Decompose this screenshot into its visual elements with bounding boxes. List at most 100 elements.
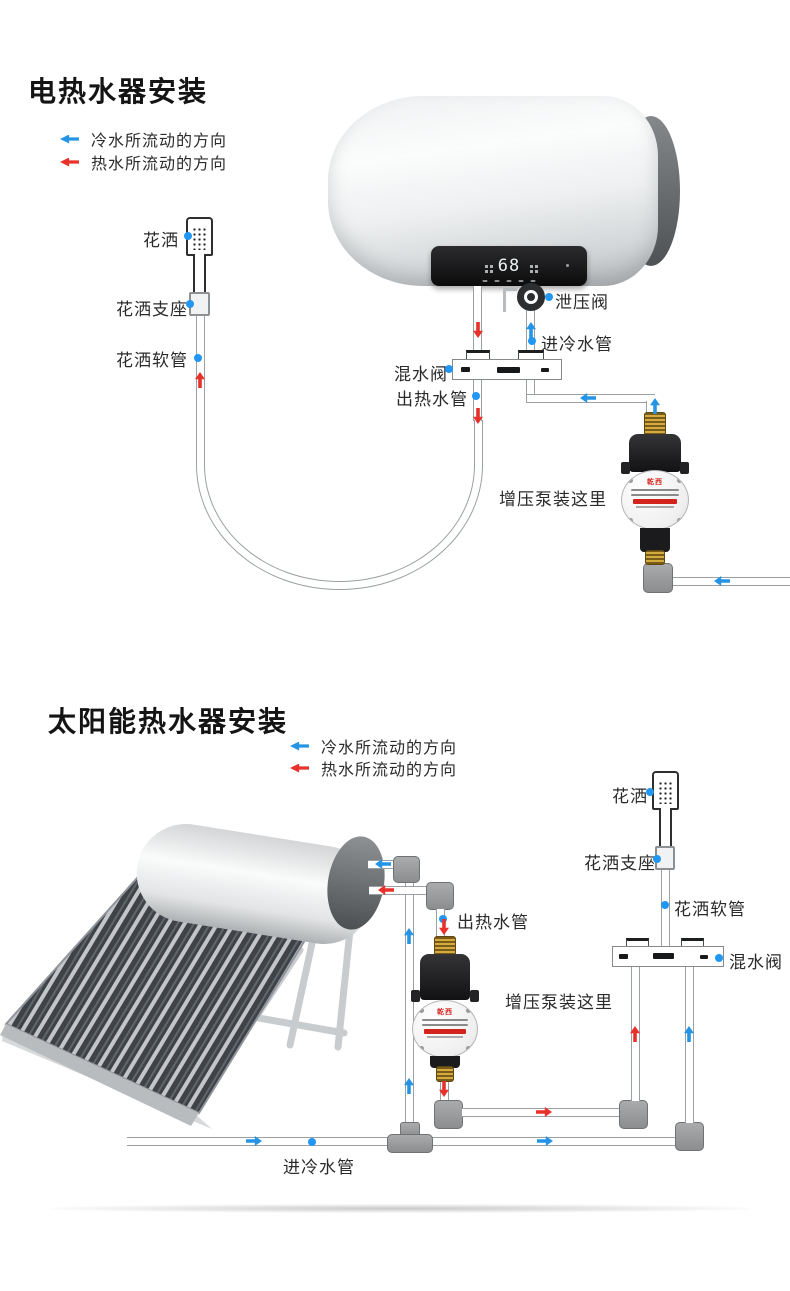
pipe-cold-riser-to-valve (685, 967, 694, 1123)
booster-pump2-label-face: 乾西 (412, 1000, 478, 1058)
pipe-cold-supply-main (671, 577, 790, 586)
flow-arrow-cold-left-supply (714, 576, 730, 586)
pump-outlet-fitting (645, 550, 665, 565)
label-shower-2: 花洒 (612, 787, 648, 807)
pump-spec-line (631, 489, 679, 491)
label-shower-hose-1: 花洒软管 (116, 351, 188, 371)
pipe-hot-below-valve (473, 380, 482, 421)
relief-valve-bracket (503, 288, 517, 291)
pump-screw (419, 1008, 424, 1013)
elbow-fitting-pump-inlet (643, 563, 673, 593)
callout-dot-cold-inlet-2 (308, 1138, 316, 1146)
cold-flow-arrow-icon (60, 134, 79, 144)
shower-handle-2 (659, 808, 672, 850)
callout-dot-hose-1 (194, 354, 202, 362)
callout-dot-shower-1 (184, 232, 192, 240)
pump-screw (677, 478, 682, 483)
pump-footnote-line (427, 1036, 463, 1038)
label-hot-outlet-2: 出热水管 (457, 913, 529, 933)
label-shower-hose-2: 花洒软管 (674, 900, 746, 920)
mixing-valve-mark-right (541, 368, 549, 372)
callout-dot-bracket-1 (186, 300, 194, 308)
elbow-fitting-pump-outlet (434, 1100, 463, 1129)
pump-spec-line (631, 494, 679, 496)
pump-screw (466, 1008, 471, 1013)
label-shower-bracket-1: 花洒支座 (116, 300, 188, 320)
pipe-cold-main-right (431, 1137, 678, 1146)
label-mixing-valve-1: 混水阀 (394, 365, 448, 385)
booster-pump-label-face: 乾西 (621, 470, 689, 530)
solar-bottom-manifold (0, 1024, 199, 1126)
legend-hot-label-2: 热水所流动的方向 (321, 760, 458, 779)
solar-tank (136, 824, 374, 944)
label-pump-here-1: 增压泵装这里 (499, 490, 607, 510)
pump-screw (628, 518, 633, 523)
elbow-fitting-tank-cold (393, 856, 420, 883)
callout-dot-relief-valve (545, 293, 553, 301)
electric-water-heater-image: 68 (328, 96, 684, 286)
flow-arrow-hot-at-tank (378, 885, 394, 895)
label-relief-valve: 泄压阀 (555, 293, 609, 313)
pressure-relief-valve (517, 283, 545, 311)
pump-red-banner (633, 499, 677, 504)
display-segment-mark-left (484, 264, 488, 268)
callout-dot-mixing-valve-1 (445, 365, 453, 373)
elbow-fitting-hot-riser (619, 1100, 648, 1129)
pipe-cold-below-valve (526, 380, 535, 403)
tee-fitting-cold-main (387, 1134, 433, 1153)
pump2-brand-text: 乾西 (437, 1008, 453, 1016)
bottom-divider-shadow (50, 1204, 750, 1213)
pipe-hot-from-tank (369, 886, 429, 895)
pump-bottom-housing (640, 528, 670, 552)
flow-arrow-cold-left-horizontal (580, 393, 596, 403)
mixing-valve2-handle (653, 953, 674, 959)
mixing-valve2-mark-right (700, 955, 708, 959)
pump-screw (466, 1046, 471, 1051)
pump2-motor-housing (420, 954, 470, 1000)
pump2-inlet-fitting (434, 936, 456, 956)
pump2-outlet-fitting (436, 1066, 454, 1082)
elbow-fitting-cold-riser (675, 1122, 704, 1151)
pump-spec-line (422, 1024, 468, 1026)
label-shower-1: 花洒 (143, 231, 179, 251)
legend-hot-row-1: 热水所流动的方向 (60, 150, 227, 174)
pump-screw (628, 478, 633, 483)
flow-arrow-cold-into-tank (375, 859, 391, 869)
label-mixing-valve-2: 混水阀 (729, 953, 783, 973)
section-electric-title: 电热水器安装 (28, 75, 209, 108)
pump2-bottom-housing (430, 1056, 460, 1068)
callout-dot-cold-inlet-1 (528, 337, 536, 345)
display-buttons-row (482, 280, 536, 282)
display-segment-mark-right (530, 264, 534, 268)
shower-head-nozzles-2 (658, 781, 673, 804)
pump-mount-ear-left (621, 462, 630, 474)
solar-water-heater-image (0, 824, 385, 1129)
callout-dot-hot-outlet-1 (472, 392, 480, 400)
legend-hot-label: 热水所流动的方向 (91, 154, 228, 173)
legend-cold-row-2: 冷水所流动的方向 (290, 734, 457, 758)
pump-red-banner (424, 1029, 466, 1034)
elbow-fitting-tank-hot (426, 882, 454, 910)
callout-dot-hose-2 (661, 901, 669, 909)
pump-spec-line (422, 1019, 468, 1021)
mixing-valve2-mark-left (619, 954, 628, 959)
section-solar-title: 太阳能热水器安装 (48, 705, 289, 738)
hot-flow-arrow-icon (290, 763, 309, 773)
solar-tank-end-cap (327, 836, 385, 930)
pump2-mount-ear-left (411, 990, 420, 1002)
legend-cold-label: 冷水所流动的方向 (91, 131, 228, 150)
pump-mount-ear-right (680, 462, 689, 474)
label-pump-here-2: 增压泵装这里 (505, 993, 613, 1013)
label-cold-inlet-1: 进冷水管 (541, 335, 613, 355)
pipe-cold-riser-to-tank (405, 882, 414, 1126)
callout-dot-shower-2 (646, 788, 654, 796)
legend-hot-row-2: 热水所流动的方向 (290, 756, 457, 780)
label-shower-bracket-2: 花洒支座 (584, 854, 656, 874)
legend-cold-label-2: 冷水所流动的方向 (321, 738, 458, 757)
callout-dot-bracket-2 (653, 855, 661, 863)
pump-inlet-fitting (644, 412, 666, 436)
shower-handle (193, 254, 206, 296)
relief-valve-bracket-2 (503, 288, 506, 312)
cold-flow-arrow-icon (290, 741, 309, 751)
